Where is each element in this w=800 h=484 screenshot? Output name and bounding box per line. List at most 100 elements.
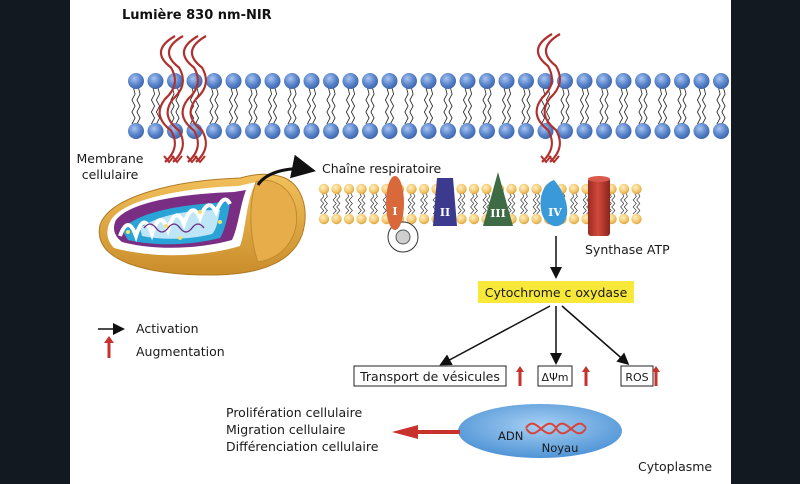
lipid-head [368, 183, 380, 195]
lipid-head [264, 73, 281, 89]
arrow-to-ros [561, 305, 630, 365]
lipid-head [356, 213, 367, 225]
complex-ii: II [433, 178, 457, 226]
lipid-head [342, 73, 359, 89]
lipid-head [506, 183, 517, 195]
lipid-head [693, 123, 710, 139]
lipid-head [318, 183, 330, 195]
atp-synthase-shape [588, 178, 610, 236]
legend-activation-label: Activation [136, 321, 199, 336]
red-up-arrow-icon [582, 366, 590, 386]
lipid-head [631, 213, 642, 225]
lipid-head [128, 73, 144, 89]
lipid-head [356, 183, 367, 195]
membrane-label-line1: Membrane [77, 151, 144, 166]
complex-iv: IV [540, 180, 568, 227]
complex-ii-shape [433, 178, 457, 226]
lipid-head [381, 73, 398, 89]
lipid-head [331, 213, 342, 225]
light-wave [158, 35, 177, 163]
lipid-head [618, 183, 630, 195]
red-up-arrow-icon [652, 366, 660, 386]
dna-helix-icon [525, 422, 587, 435]
lipid-head [406, 183, 417, 195]
light-wave [181, 35, 200, 163]
lipid-head [518, 213, 530, 225]
red-up-arrow-icon [104, 336, 114, 358]
nucleus [458, 404, 622, 458]
lipid-head [420, 73, 437, 89]
atp-synthase [588, 176, 610, 236]
lipid-head [481, 183, 492, 195]
diagram-canvas: Lumière 830 nm-NIR Membrane cellulaire C… [70, 0, 731, 484]
light-wave-arrowhead [194, 155, 206, 164]
lipid-head [518, 73, 534, 89]
lipid-head [418, 183, 430, 195]
lipid-head [225, 73, 242, 89]
respiratory-chain-label: Chaîne respiratoire [322, 161, 442, 176]
lipid-head [674, 123, 690, 139]
lipid-head [401, 73, 417, 89]
mito-to-chain-arrow [256, 154, 316, 186]
lipid-head [459, 123, 476, 139]
lipid-head [713, 73, 729, 89]
outcome-differentiation: Différenciation cellulaire [226, 439, 379, 454]
lipid-head [576, 123, 593, 139]
lipid-head [456, 213, 467, 225]
lipid-head [479, 73, 495, 89]
atp-synthase-label: Synthase ATP [585, 242, 670, 257]
lipid-head [631, 183, 642, 195]
lipid-head [368, 213, 380, 225]
lipid-head [635, 73, 651, 89]
lipid-head [576, 73, 593, 89]
lipid-head [147, 123, 164, 139]
lipid-head [186, 73, 203, 89]
complex-iv-shape [540, 180, 568, 227]
light-wave [543, 33, 562, 163]
outcome-migration: Migration cellulaire [226, 422, 346, 437]
lipid-head [284, 123, 300, 139]
lipid-head [618, 213, 630, 225]
lipid-head [654, 123, 671, 139]
lipid-head [531, 183, 542, 195]
outcome-proliferation: Prolifération cellulaire [226, 405, 362, 420]
lipid-head [303, 73, 320, 89]
light-wave-arrowhead [163, 155, 175, 164]
lipid-head [331, 183, 342, 195]
lipid-head [537, 73, 554, 89]
light-wave [535, 33, 554, 163]
lipid-head [206, 123, 222, 139]
lipid-head [206, 73, 222, 89]
mitochondrion [98, 173, 306, 276]
lipid-head [128, 123, 144, 139]
lipid-head [381, 123, 398, 139]
lipid-head [674, 73, 690, 89]
lipid-head [518, 123, 534, 139]
lipid-head [420, 123, 437, 139]
effect-ros: ROS [620, 365, 660, 387]
red-up-arrow-icon [516, 366, 524, 386]
lipid-head [418, 213, 430, 225]
lipid-head [693, 73, 710, 89]
cytochrome-box [478, 281, 634, 303]
lipid-head [456, 183, 467, 195]
lipid-head [318, 213, 330, 225]
lipid-head [635, 123, 651, 139]
cytoplasm-label: Cytoplasme [638, 459, 712, 474]
lipid-head [303, 123, 320, 139]
effect-label: Transport de vésicules [359, 369, 500, 384]
ubiquinone-core [395, 229, 411, 245]
effect-membrane-potential: ΔΨm [537, 365, 590, 387]
light-waves [158, 33, 562, 164]
lipid-head [518, 183, 530, 195]
effect-label: ROS [625, 371, 648, 384]
lipid-head [568, 213, 580, 225]
arrow-to-vesicle-transport [439, 305, 551, 366]
light-wave-arrowhead [548, 155, 560, 164]
lipid-head [531, 213, 542, 225]
lipid-head [225, 123, 242, 139]
lipid-head [596, 123, 612, 139]
light-wave [166, 35, 185, 163]
light-wave-arrowhead [186, 155, 198, 164]
lipid-head [468, 213, 480, 225]
